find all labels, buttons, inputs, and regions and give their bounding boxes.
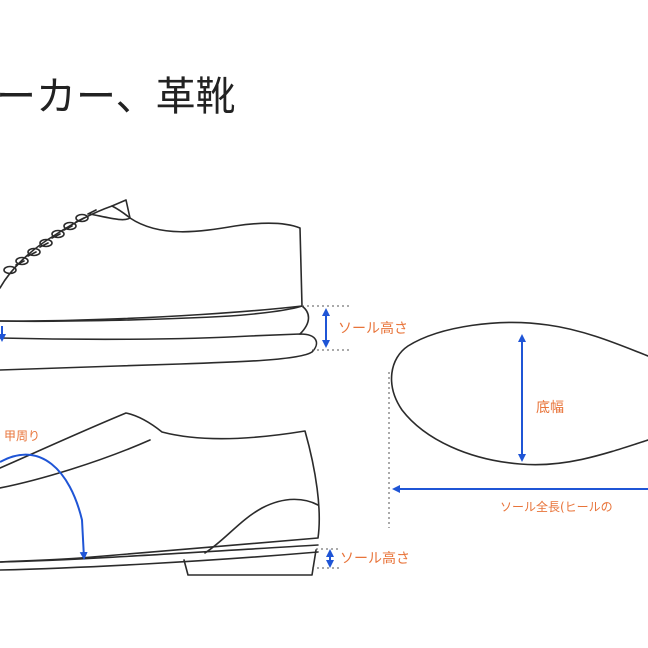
sole-length-label: ソール全長(ヒールの xyxy=(500,499,613,514)
sole-outline-illustration: 底幅 ソール全長(ヒールの xyxy=(388,321,648,528)
instep-arrow xyxy=(0,453,88,560)
sole-height-label-bottom: ソール高さ xyxy=(340,550,410,567)
sneaker-laces xyxy=(3,209,97,275)
leather-shoe-throat xyxy=(0,439,151,489)
sneaker-sole-top xyxy=(0,305,310,335)
leather-shoe-sole xyxy=(0,551,319,571)
sneaker-upper xyxy=(0,199,303,322)
instep-label: 甲周り xyxy=(4,429,40,443)
sole-height-label-top: ソール高さ xyxy=(338,320,408,337)
page-title: ーカー、革靴 xyxy=(0,74,236,120)
sole-shape xyxy=(390,321,648,466)
sneaker-illustration xyxy=(0,199,318,371)
leather-shoe-upper xyxy=(0,412,321,563)
sneaker-tongue xyxy=(89,213,131,221)
sneaker-collar xyxy=(111,205,131,219)
leather-shoe-welt xyxy=(0,544,319,563)
sneaker-sole xyxy=(0,333,318,371)
leather-shoe-illustration: 甲周り xyxy=(0,412,321,576)
sole-width-label: 底幅 xyxy=(536,400,564,416)
leather-shoe-counter xyxy=(204,498,319,554)
leather-shoe-heel xyxy=(183,549,317,576)
